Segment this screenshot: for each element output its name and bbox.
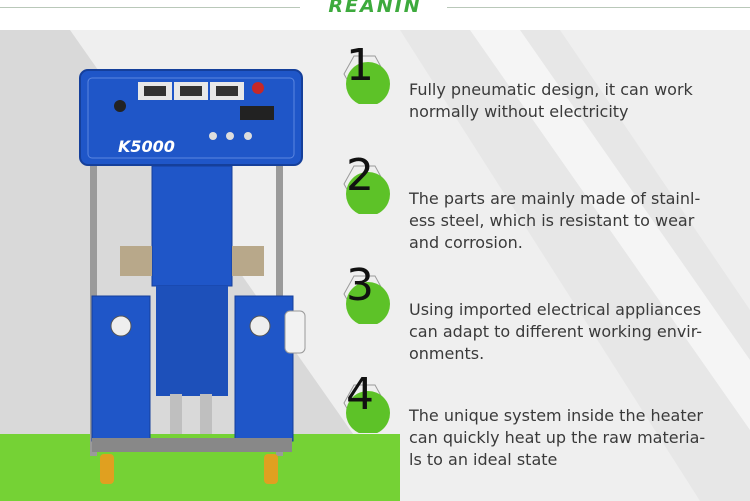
feature-number: 2 xyxy=(346,150,374,201)
feature-number: 4 xyxy=(346,369,374,420)
brand-logo: REANIN xyxy=(328,0,422,17)
header-divider-left xyxy=(0,7,300,8)
feature-2: 2 The parts are mainly made of stainl- e… xyxy=(330,150,750,252)
header-divider-right xyxy=(447,7,750,8)
feature-1: 1 Fully pneumatic design, it can work no… xyxy=(330,40,750,121)
hexagon-badge-icon xyxy=(343,384,390,433)
feature-text: Fully pneumatic design, it can work norm… xyxy=(409,80,693,121)
hexagon-badge-icon xyxy=(343,165,390,214)
feature-text: The parts are mainly made of stainl- ess… xyxy=(409,189,701,252)
feature-number: 1 xyxy=(346,40,374,91)
feature-4: 4 The unique system inside the heater ca… xyxy=(330,369,750,473)
header: REANIN xyxy=(0,0,750,30)
model-label: K5000 xyxy=(118,137,175,156)
feature-text: Using imported electrical appliances can… xyxy=(409,300,703,363)
feature-number: 3 xyxy=(346,260,374,311)
feature-banner: K5000 1 Fully pneumatic design, it can w… xyxy=(0,30,750,501)
hexagon-badge-icon xyxy=(343,275,390,324)
feature-3: 3 Using imported electrical appliances c… xyxy=(330,260,750,363)
spray-machine-image: K5000 xyxy=(79,69,306,484)
feature-text: The unique system inside the heater can … xyxy=(409,406,706,469)
hexagon-badge-icon xyxy=(343,55,390,104)
